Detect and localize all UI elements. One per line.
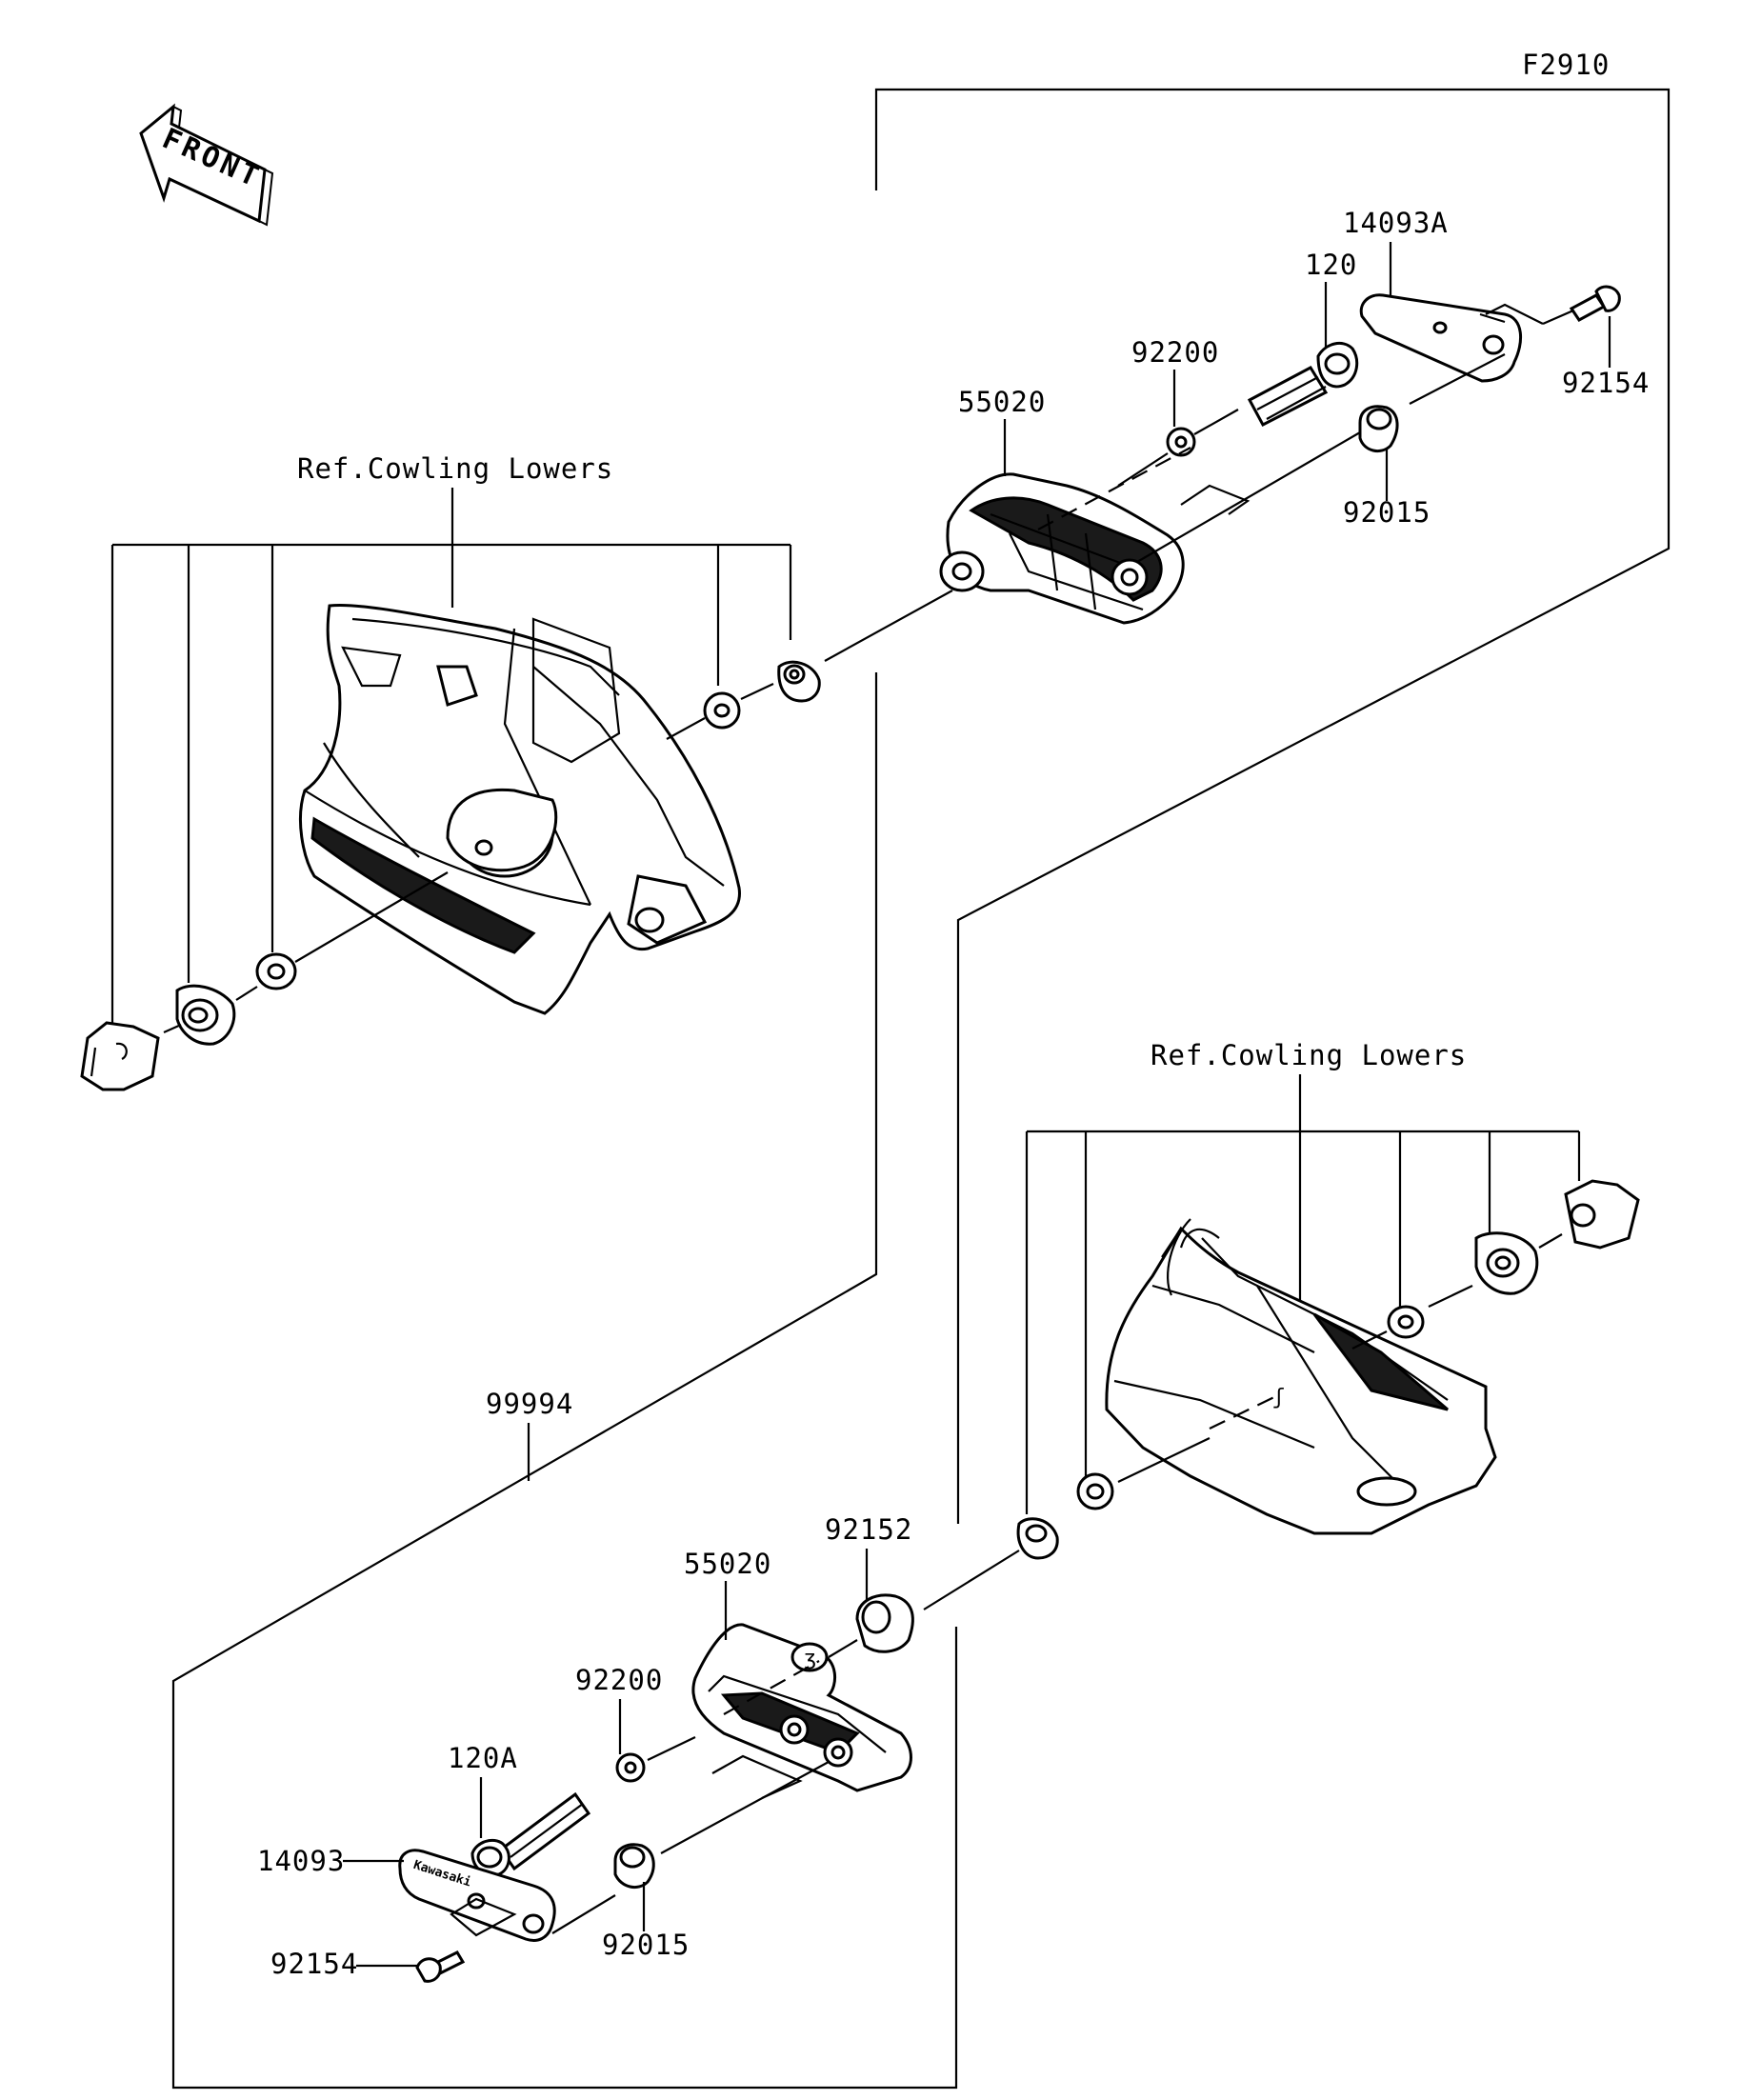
label-92200-lower: 92200	[575, 1664, 663, 1696]
label-92015-upper: 92015	[1343, 496, 1431, 529]
label-120-upper: 120	[1305, 249, 1357, 281]
ref-cowling-label-upper: Ref.Cowling Lowers	[297, 452, 613, 485]
slider-55020-upper	[939, 472, 1185, 625]
label-92154-upper: 92154	[1562, 367, 1650, 399]
cowling-lower-left-shape	[298, 603, 741, 1015]
plate-14093A-upper	[1359, 293, 1523, 383]
plate-14093-lower: Kawasaki	[398, 1849, 556, 1942]
figure-code: F2910	[1522, 49, 1610, 81]
label-92152: 92152	[825, 1513, 912, 1546]
washer-92200-lower	[615, 1752, 646, 1783]
collar-92015-lower	[613, 1843, 655, 1890]
ref-mark-slider: ʒ	[804, 1647, 816, 1670]
upper-left-hardware	[80, 871, 449, 1091]
slider-55020-lower: ʒ	[691, 1623, 912, 1792]
screw-92154-upper	[1542, 285, 1621, 326]
label-55020-lower: 55020	[684, 1548, 771, 1580]
cowling-lower-right-shape: ʃ	[1105, 1218, 1497, 1535]
screw-92154-lower	[415, 1950, 466, 1983]
cowling-clip-left	[80, 1021, 160, 1091]
label-14093A-upper: 14093A	[1343, 207, 1449, 239]
cowling-bracket-upper	[110, 543, 792, 1029]
label-55020-upper: 55020	[958, 386, 1046, 418]
label-99994: 99994	[486, 1388, 573, 1420]
label-92015-lower: 92015	[602, 1929, 690, 1961]
collar-92015-upper	[1358, 405, 1399, 453]
front-arrow-icon: FRONT	[139, 103, 274, 227]
label-120A-lower: 120A	[448, 1742, 518, 1774]
left-kit-frame	[171, 672, 958, 2090]
label-92154-lower: 92154	[270, 1948, 358, 1980]
right-kit-frame	[874, 88, 1671, 1524]
label-92200-upper: 92200	[1131, 336, 1219, 369]
bolt-120-upper	[1247, 341, 1359, 428]
upper-right-assembly-lines	[1037, 303, 1544, 563]
cowling-clip-right	[1564, 1179, 1640, 1250]
cowling-bracket-lower	[1025, 1130, 1581, 1514]
ref-mark-lower: ʃ	[1272, 1386, 1285, 1410]
lower-cowling-washers	[923, 1437, 1211, 1610]
bolt-120A-lower	[470, 1791, 591, 1877]
lower-right-hardware	[1351, 1179, 1640, 1350]
upper-right-washers	[666, 590, 953, 740]
label-14093-lower: 14093	[257, 1845, 345, 1877]
spacer-92152	[855, 1593, 914, 1653]
lower-left-assembly-lines	[450, 1639, 858, 1937]
washer-92200-upper	[1166, 427, 1196, 457]
front-arrow-label: FRONT	[157, 122, 267, 195]
ref-cowling-label-lower: Ref.Cowling Lowers	[1151, 1039, 1467, 1071]
